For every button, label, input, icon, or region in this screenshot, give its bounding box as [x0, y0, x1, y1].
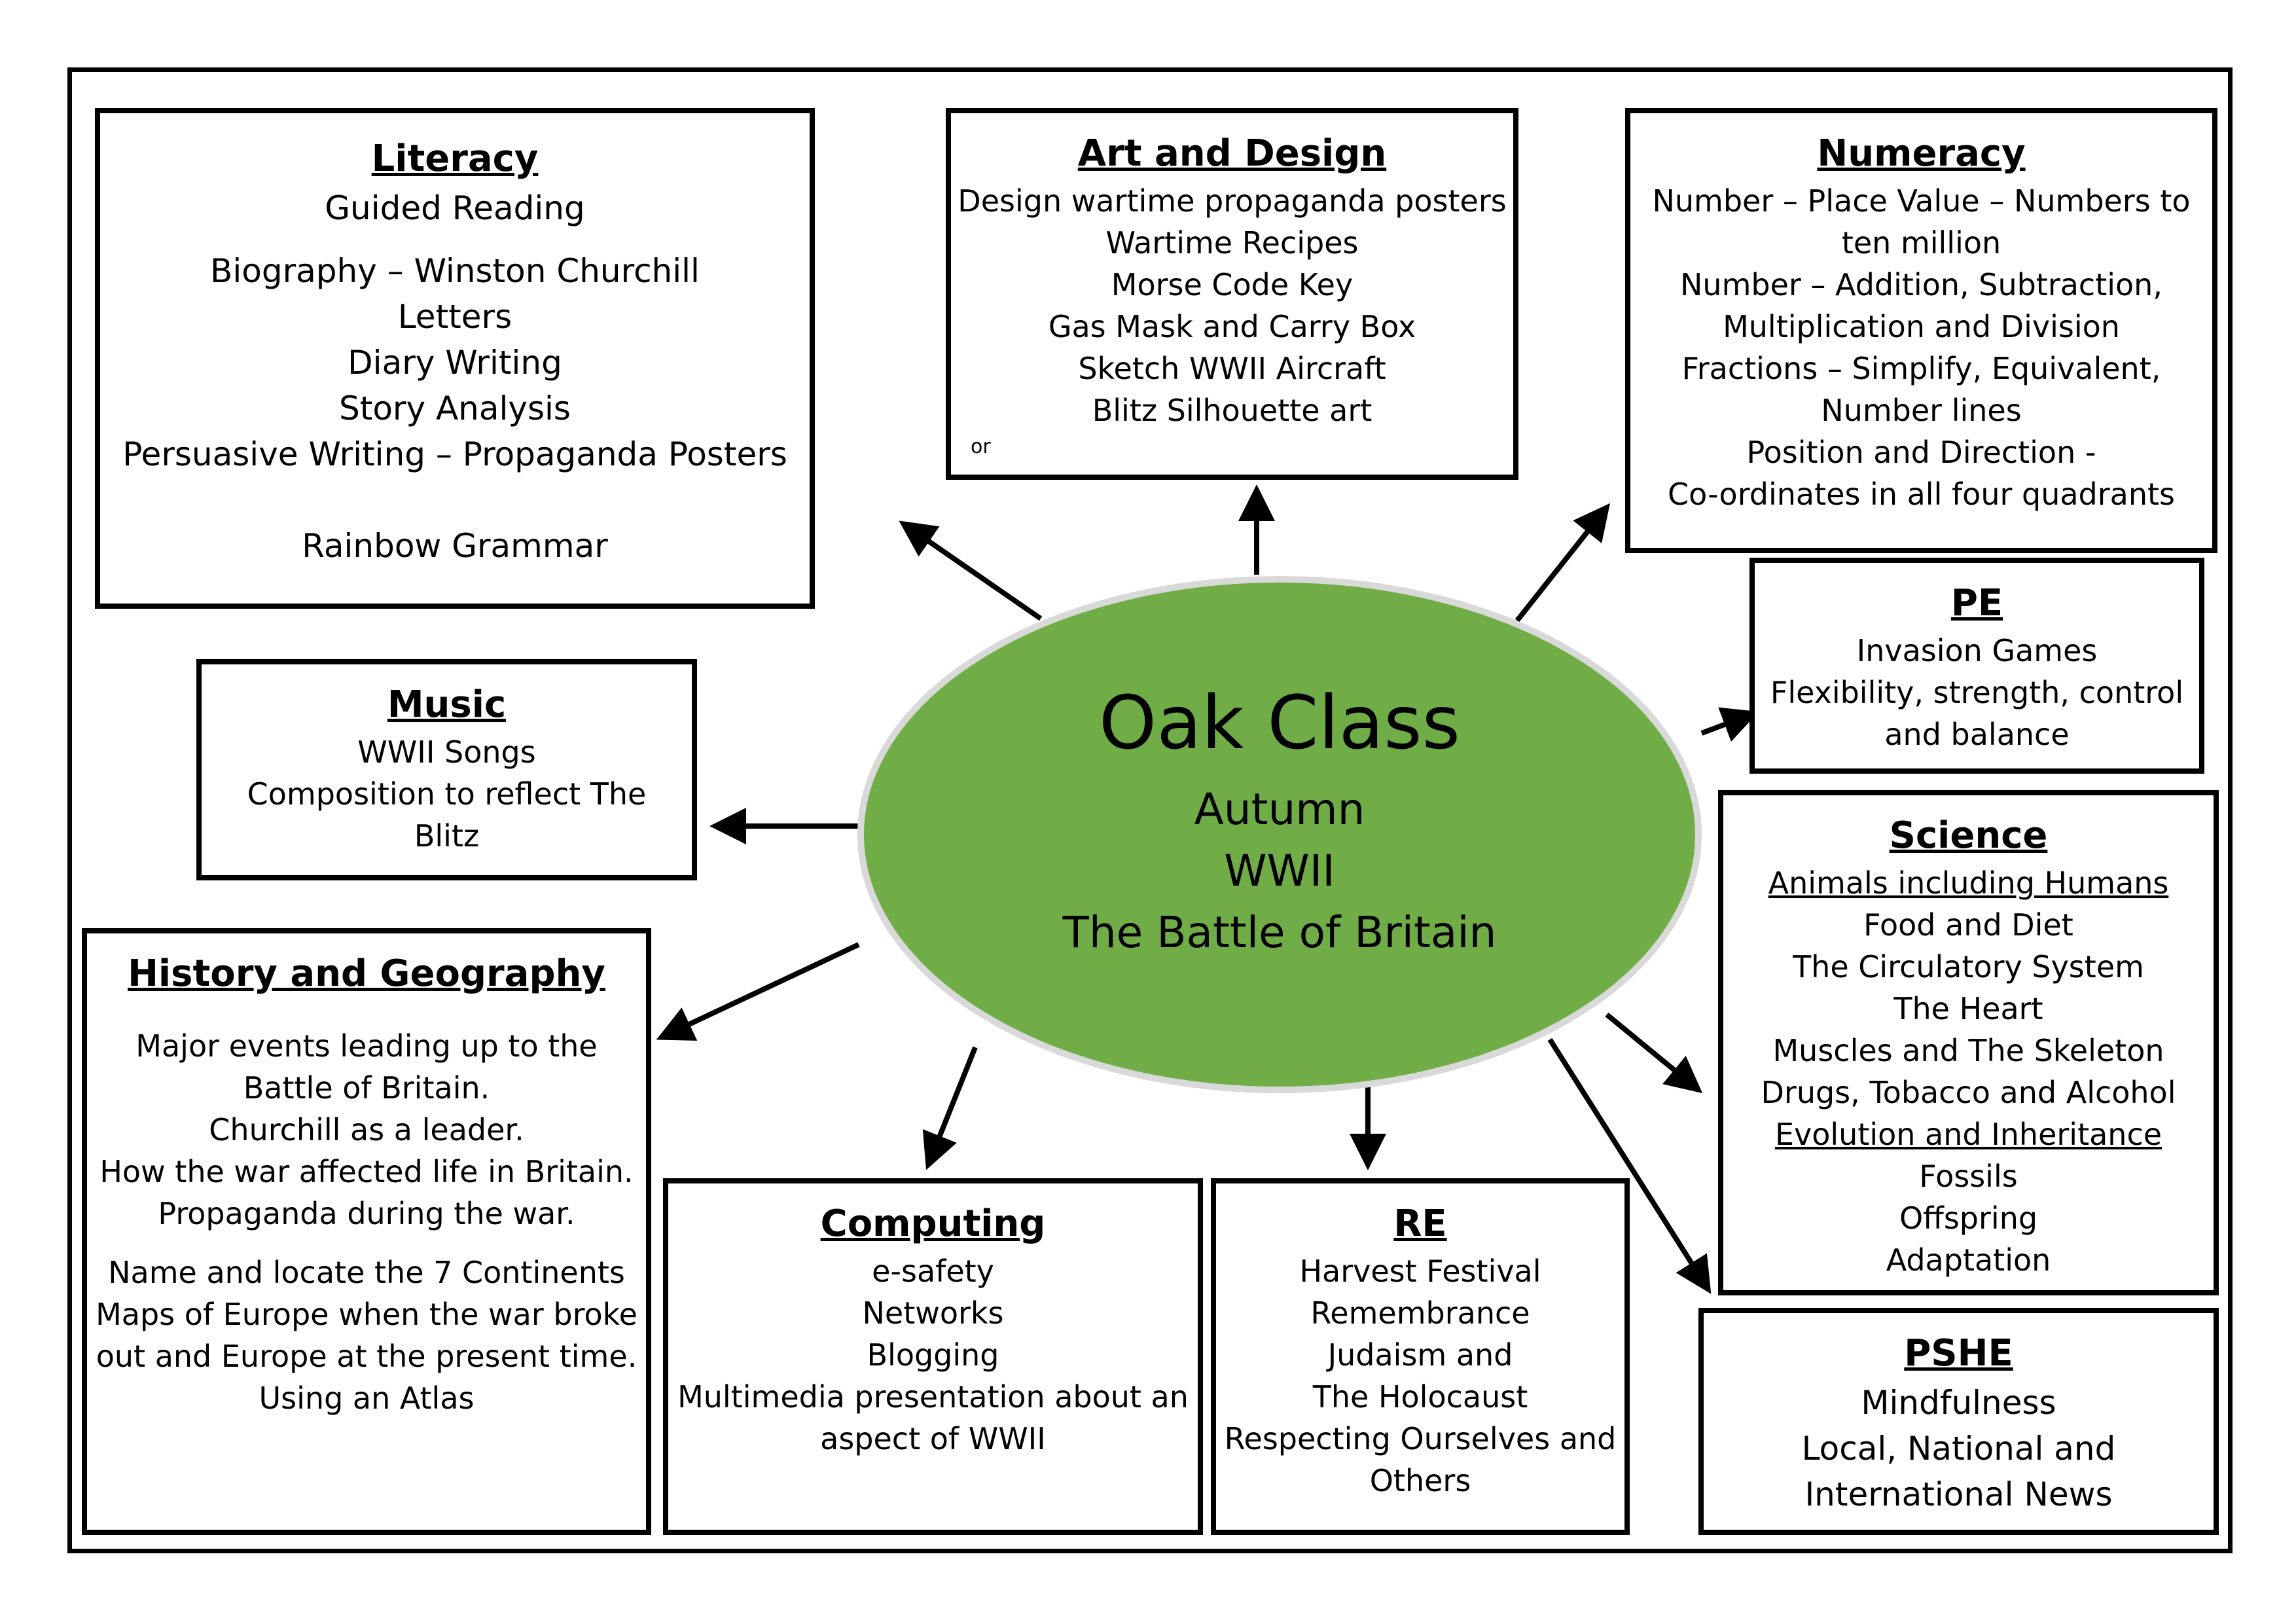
center-title: Oak Class	[1099, 681, 1460, 766]
literacy-title: Literacy	[371, 137, 539, 180]
re-item: Respecting Ourselves and	[1224, 1421, 1617, 1456]
art-design-note: or	[971, 435, 991, 458]
arrow-to-pshe	[1547, 1038, 1712, 1294]
science-item: Offspring	[1899, 1200, 2038, 1236]
re-item: Harvest Festival	[1299, 1254, 1541, 1289]
literacy-box: Literacy Guided Reading Biography – Wins…	[95, 108, 815, 609]
science-item: The Circulatory System	[1793, 949, 2144, 984]
art-design-item: Gas Mask and Carry Box	[1048, 309, 1416, 344]
pe-item: Flexibility, strength, control	[1770, 675, 2184, 710]
re-title: RE	[1393, 1202, 1447, 1245]
numeracy-item: Position and Direction -	[1746, 435, 2096, 470]
science-title: Science	[1889, 814, 2048, 857]
center-topic-name: WWII	[1224, 846, 1335, 896]
pe-item: Invasion Games	[1856, 633, 2098, 668]
numeracy-title: Numeracy	[1817, 132, 2026, 175]
history-item: Churchill as a leader.	[209, 1112, 524, 1147]
arrow-to-pe	[1700, 707, 1759, 742]
pshe-box: PSHE Mindfulness Local, National and Int…	[1698, 1308, 2219, 1535]
history-item: Battle of Britain.	[243, 1070, 490, 1106]
music-item: WWII Songs	[357, 734, 536, 770]
science-heading: Evolution and Inheritance	[1774, 1117, 2162, 1152]
pshe-item: Mindfulness	[1861, 1384, 2056, 1422]
literacy-item: Guided Reading	[325, 189, 585, 227]
science-item: The Heart	[1893, 991, 2043, 1026]
art-design-item: Morse Code Key	[1111, 267, 1354, 302]
history-geography-box: History and Geography Major events leadi…	[82, 928, 651, 1535]
re-item: Remembrance	[1310, 1295, 1530, 1331]
numeracy-item: Co-ordinates in all four quadrants	[1667, 477, 2175, 512]
arrow-to-computing	[922, 1046, 978, 1170]
computing-item: Blogging	[867, 1337, 999, 1373]
literacy-item: Rainbow Grammar	[302, 527, 608, 565]
geography-item: Using an Atlas	[259, 1380, 475, 1416]
computing-item: aspect of WWII	[820, 1421, 1046, 1456]
history-geography-title: History and Geography	[128, 952, 605, 995]
literacy-item: Persuasive Writing – Propaganda Posters	[122, 435, 787, 473]
re-item: The Holocaust	[1312, 1379, 1528, 1415]
re-item: Others	[1369, 1463, 1471, 1498]
science-heading: Animals including Humans	[1768, 865, 2169, 901]
art-design-box: Art and Design Design wartime propaganda…	[946, 108, 1518, 480]
pe-title: PE	[1950, 582, 2003, 624]
re-box: RE Harvest Festival Remembrance Judaism …	[1211, 1178, 1630, 1535]
pshe-title: PSHE	[1904, 1332, 2013, 1375]
geography-item: Maps of Europe when the war broke	[96, 1297, 637, 1332]
pshe-item: Local, National and	[1801, 1430, 2116, 1468]
science-item: Adaptation	[1886, 1242, 2051, 1278]
computing-item: Multimedia presentation about an	[677, 1379, 1189, 1415]
computing-item: Networks	[862, 1295, 1004, 1331]
art-design-item: Blitz Silhouette art	[1092, 393, 1372, 428]
music-title: Music	[387, 683, 507, 726]
literacy-item: Diary Writing	[348, 344, 562, 382]
pshe-item: International News	[1804, 1475, 2113, 1513]
pe-item: and balance	[1884, 717, 2070, 752]
numeracy-item: ten million	[1841, 225, 2001, 261]
art-design-item: Design wartime propaganda posters	[958, 183, 1507, 219]
center-term: Autumn	[1194, 784, 1365, 835]
numeracy-box: Numeracy Number – Place Value – Numbers …	[1625, 108, 2217, 553]
art-design-item: Wartime Recipes	[1105, 225, 1359, 261]
science-item: Drugs, Tobacco and Alcohol	[1761, 1075, 2176, 1110]
music-item: Blitz	[414, 818, 480, 854]
arrow-to-literacy	[899, 520, 1043, 621]
music-box: Music WWII Songs Composition to reflect …	[196, 659, 697, 880]
numeracy-item: Number – Addition, Subtraction,	[1680, 267, 2162, 302]
history-item: How the war affected life in Britain.	[99, 1154, 634, 1189]
history-item: Propaganda during the war.	[158, 1196, 575, 1231]
geography-item: out and Europe at the present time.	[96, 1339, 637, 1374]
arrow-to-science	[1605, 1012, 1703, 1094]
art-design-title: Art and Design	[1077, 132, 1387, 175]
music-item: Composition to reflect The	[247, 776, 647, 812]
science-item: Muscles and The Skeleton	[1772, 1033, 2164, 1068]
center-ellipse	[857, 576, 1702, 1093]
arrow-to-history	[656, 942, 860, 1041]
numeracy-item: Fractions – Simplify, Equivalent,	[1681, 351, 2161, 386]
center-topic: Oak Class Autumn WWII The Battle of Brit…	[851, 569, 1708, 1100]
computing-box: Computing e-safety Networks Blogging Mul…	[663, 1178, 1203, 1535]
computing-item: e-safety	[872, 1254, 994, 1289]
science-item: Food and Diet	[1863, 907, 2073, 943]
page-frame	[67, 67, 2233, 1553]
numeracy-item: Multiplication and Division	[1723, 309, 2120, 344]
computing-title: Computing	[820, 1202, 1046, 1245]
literacy-item: Letters	[397, 298, 512, 336]
history-item: Major events leading up to the	[135, 1028, 598, 1064]
center-subtitle: The Battle of Britain	[1062, 907, 1497, 958]
arrow-to-numeracy	[1515, 503, 1610, 623]
numeracy-item: Number lines	[1821, 393, 2022, 428]
numeracy-item: Number – Place Value – Numbers to	[1652, 183, 2191, 219]
science-item: Fossils	[1919, 1159, 2018, 1194]
re-item: Judaism and	[1327, 1337, 1513, 1373]
pe-box: PE Invasion Games Flexibility, strength,…	[1749, 558, 2204, 774]
art-design-item: Sketch WWII Aircraft	[1078, 351, 1386, 386]
literacy-item: Story Analysis	[339, 389, 571, 427]
science-box: Science Animals including Humans Food an…	[1718, 790, 2219, 1295]
literacy-item: Biography – Winston Churchill	[210, 252, 700, 290]
geography-item: Name and locate the 7 Continents	[108, 1255, 625, 1290]
